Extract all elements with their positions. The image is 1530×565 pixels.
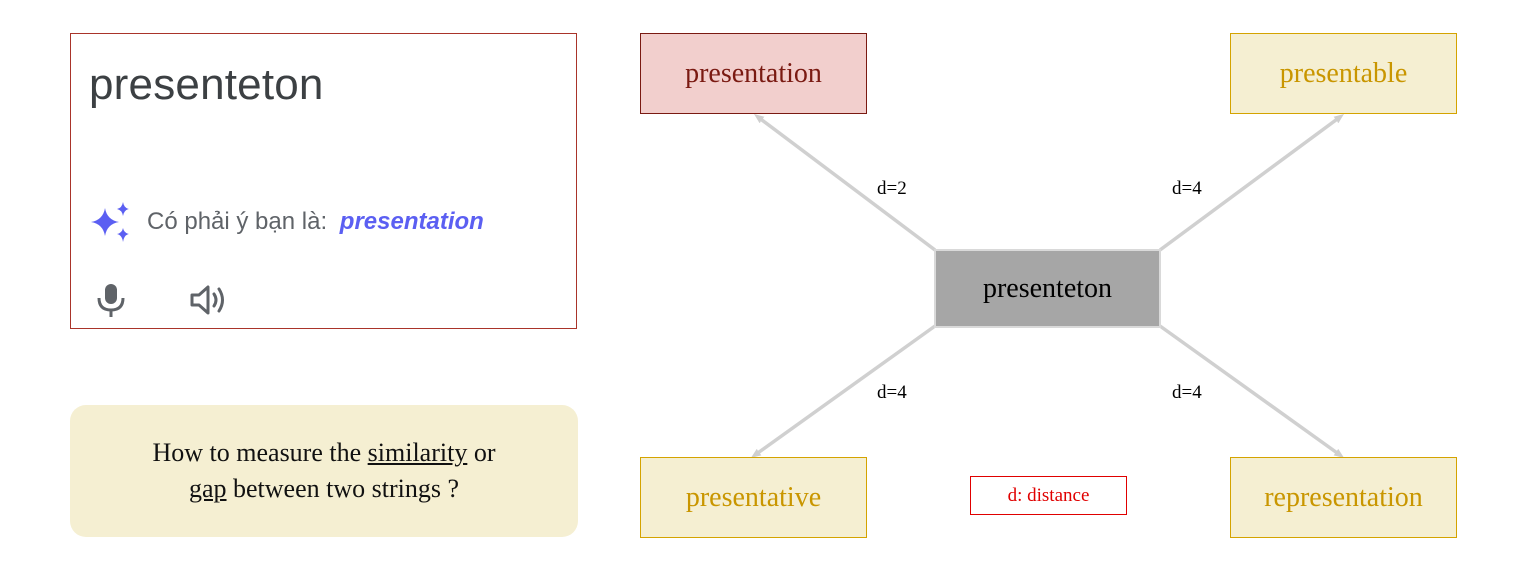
edge-label-top-left: d=2 [877,178,907,199]
search-query-text: presenteton [89,60,324,109]
edge-bottom-left [750,324,937,458]
distance-legend: d: distance [970,476,1127,515]
speaker-icon[interactable] [189,284,229,316]
node-presentable: presentable [1230,33,1457,114]
edge-label-bottom-left: d=4 [877,382,907,403]
question-text-part: or [467,438,496,467]
underlined-term-similarity: similarity [367,438,468,467]
edge-label-bottom-right: d=4 [1172,382,1202,403]
microphone-icon[interactable] [95,282,127,318]
node-representation: representation [1230,457,1457,538]
sparkle-icon [91,202,129,242]
edge-top-right [1158,114,1345,252]
node-center-presenteton: presenteton [934,249,1161,328]
edge-top-left [754,113,937,252]
edge-label-top-right: d=4 [1172,178,1202,199]
did-you-mean-row: Có phải ý bạn là: presentation [89,200,484,244]
question-box: How to measure the similarity or gap bet… [70,405,578,537]
node-presentative: presentative [640,457,867,538]
edge-bottom-right [1158,324,1345,458]
node-presentation: presentation [640,33,867,114]
underlined-term-gap: gap [188,474,227,503]
did-you-mean-label: Có phải ý bạn là: [147,208,334,235]
search-suggestion-card: presenteton Có phải ý bạn là: presentati… [70,33,577,329]
question-text-part: How to measure the [152,438,368,467]
suggested-word-link[interactable]: presentation [339,208,484,235]
question-line-2: gap between two strings ? [189,471,459,507]
question-line-1: How to measure the similarity or [152,435,495,471]
question-text-part: between two strings ? [226,474,460,503]
